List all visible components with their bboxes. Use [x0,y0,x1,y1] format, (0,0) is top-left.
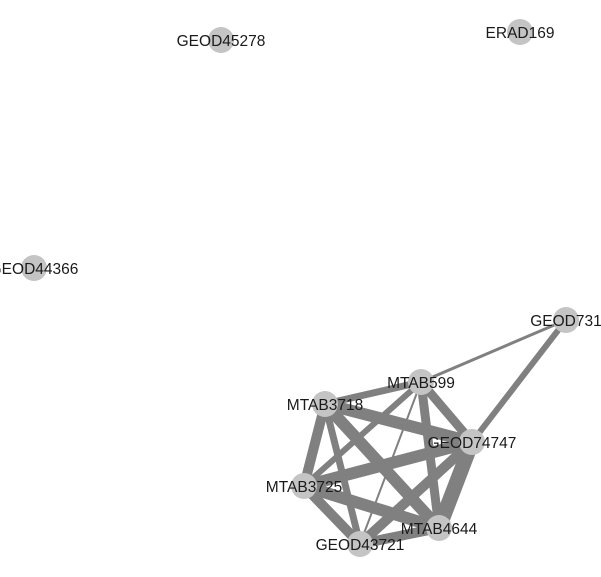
node-mtab599[interactable] [408,369,434,395]
node-geod731[interactable] [553,307,579,333]
edge-geod74747-mtab4644 [431,434,480,536]
edge-mtab3725-geod43721 [299,481,365,549]
node-label-geod44366: GEOD44366 [0,261,78,278]
node-mtab4644[interactable] [426,515,452,541]
node-geod43721[interactable] [347,531,373,557]
node-mtab3725[interactable] [291,473,317,499]
node-geod45278[interactable] [208,27,234,53]
edge-mtab3725-mtab4644 [298,480,445,534]
edge-mtab599-mtab3725 [301,379,424,489]
label-layer: GEOD45278 ERAD169GEOD44366GEOD731MTAB599M… [0,25,601,554]
edge-mtab599-geod731 [419,318,568,384]
node-geod74747[interactable] [459,429,485,455]
node-mtab3718[interactable] [312,391,338,417]
edge-mtab599-mtab3718 [321,378,425,408]
node-label-mtab4644: MTAB4644 [401,521,478,538]
node-label-geod731: GEOD731 [530,313,601,330]
edge-geod74747-geod731 [469,317,569,445]
edge-mtab599-geod74747 [416,377,477,447]
node-label-mtab599: MTAB599 [387,375,455,392]
edge-mtab3718-mtab3725 [299,399,330,491]
edge-geod74747-geod43721 [355,437,477,549]
edge-mtab4644-geod43721 [355,523,444,549]
node-geod44366[interactable] [21,255,47,281]
edge-geod74747-mtab3725 [298,436,478,492]
node-erad169[interactable] [507,19,533,45]
node-label-mtab3725: MTAB3725 [266,479,342,496]
edge-mtab3718-geod74747 [319,398,478,448]
edge-layer [298,317,569,549]
node-label-mtab3718: MTAB3718 [287,397,363,414]
node-label-erad169: ERAD169 [486,25,555,42]
node-layer [21,19,579,557]
node-label-geod74747: GEOD74747 [428,435,517,452]
node-label-geod45278: GEOD45278 [177,33,266,50]
node-label-geod43721: GEOD43721 [316,537,405,554]
